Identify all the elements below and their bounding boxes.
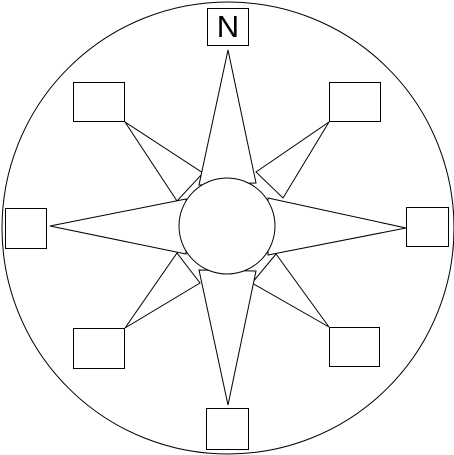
point-north — [198, 49, 257, 186]
northwest-label-box[interactable] — [73, 82, 125, 122]
southeast-label-box[interactable] — [329, 327, 380, 367]
point-northeast — [255, 121, 330, 199]
southwest-label — [74, 329, 124, 368]
east-label-box[interactable] — [406, 207, 449, 247]
north-label-box: N — [207, 8, 249, 46]
west-label-box[interactable] — [5, 208, 47, 249]
point-northwest — [124, 121, 204, 202]
east-label — [407, 208, 448, 246]
northeast-label-box[interactable] — [329, 82, 381, 122]
north-label: N — [216, 9, 240, 44]
southwest-label-box[interactable] — [73, 328, 125, 369]
northeast-label — [330, 83, 380, 121]
west-label — [6, 209, 46, 248]
point-southwest — [124, 252, 201, 329]
northwest-label — [74, 83, 124, 121]
point-east — [267, 197, 407, 256]
center-circle — [178, 177, 276, 275]
point-south — [198, 269, 257, 406]
point-west — [49, 198, 187, 255]
southeast-label — [330, 328, 379, 366]
south-label-box[interactable] — [206, 408, 249, 450]
south-label — [207, 409, 248, 449]
point-southeast — [251, 253, 330, 328]
